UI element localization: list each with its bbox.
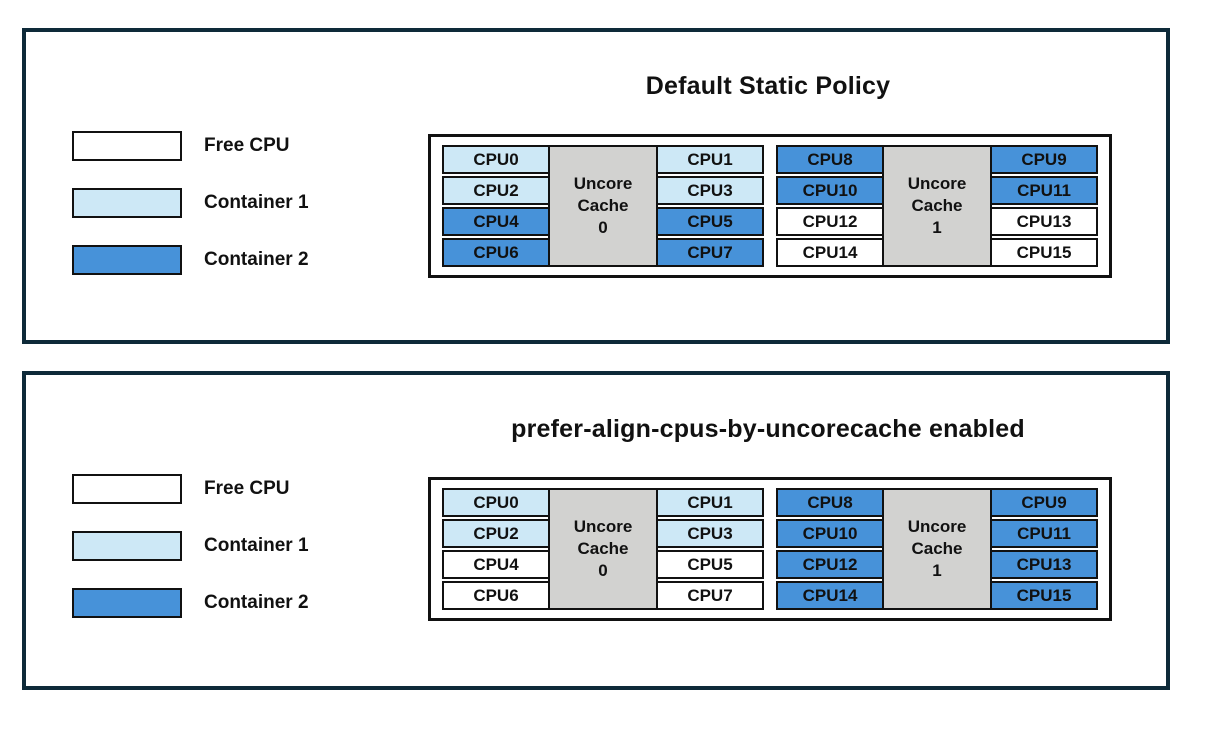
legend-label: Container 2 [204, 592, 309, 613]
legend-label: Container 2 [204, 249, 309, 270]
cpu-cell: CPU8 [776, 145, 884, 174]
cpu-cell: CPU11 [990, 519, 1098, 548]
legend-swatch-container1 [72, 531, 182, 561]
legend-label: Container 1 [204, 535, 309, 556]
cpu-cell: CPU7 [656, 581, 764, 610]
legend-item: Container 2 [72, 245, 309, 275]
cpu-cell: CPU5 [656, 550, 764, 579]
cpu-cell: CPU6 [442, 238, 550, 267]
cpu-cell: CPU8 [776, 488, 884, 517]
cpu-cell: CPU4 [442, 207, 550, 236]
cpu-cell: CPU12 [776, 207, 884, 236]
cpu-cell: CPU14 [776, 581, 884, 610]
legend-swatch-container1 [72, 188, 182, 218]
cpu-cell: CPU1 [656, 488, 764, 517]
panel-uncorecache-enabled: prefer-align-cpus-by-uncorecache enabled… [22, 371, 1170, 690]
cpu-cell: CPU7 [656, 238, 764, 267]
panel-title: Default Static Policy [645, 72, 891, 100]
legend-label: Container 1 [204, 192, 309, 213]
legend-item: Container 1 [72, 188, 309, 218]
cpu-cell: CPU14 [776, 238, 884, 267]
legend-swatch-free [72, 131, 182, 161]
cpu-cell: CPU15 [990, 238, 1098, 267]
cpu-cell: CPU1 [656, 145, 764, 174]
legend-swatch-container2 [72, 245, 182, 275]
cpu-cell: CPU9 [990, 488, 1098, 517]
cpu-cell: CPU6 [442, 581, 550, 610]
cpu-cell: CPU0 [442, 488, 550, 517]
cpu-cell: CPU15 [990, 581, 1098, 610]
cpu-cell: CPU13 [990, 550, 1098, 579]
legend: Free CPU Container 1 Container 2 [72, 131, 309, 275]
legend-label: Free CPU [204, 135, 290, 156]
legend-item: Container 1 [72, 531, 309, 561]
cpu-cell: CPU4 [442, 550, 550, 579]
panel-title: prefer-align-cpus-by-uncorecache enabled [511, 415, 1025, 443]
cpu-cell: CPU13 [990, 207, 1098, 236]
cpu-cell: CPU3 [656, 519, 764, 548]
legend-swatch-container2 [72, 588, 182, 618]
cpu-cell: CPU0 [442, 145, 550, 174]
cpu-cell: CPU5 [656, 207, 764, 236]
cpu-cell: CPU12 [776, 550, 884, 579]
cpu-cell: CPU2 [442, 519, 550, 548]
legend-swatch-free [72, 474, 182, 504]
legend-item: Free CPU [72, 474, 309, 504]
cpu-cell: CPU9 [990, 145, 1098, 174]
cpu-cell: CPU10 [776, 176, 884, 205]
legend: Free CPU Container 1 Container 2 [72, 474, 309, 618]
legend-item: Free CPU [72, 131, 309, 161]
cpu-cell: CPU11 [990, 176, 1098, 205]
legend-label: Free CPU [204, 478, 290, 499]
cpu-cell: CPU10 [776, 519, 884, 548]
cpu-cell: CPU3 [656, 176, 764, 205]
panel-default-static-policy: Default Static Policy Free CPU Container … [22, 28, 1170, 344]
cpu-cell: CPU2 [442, 176, 550, 205]
legend-item: Container 2 [72, 588, 309, 618]
